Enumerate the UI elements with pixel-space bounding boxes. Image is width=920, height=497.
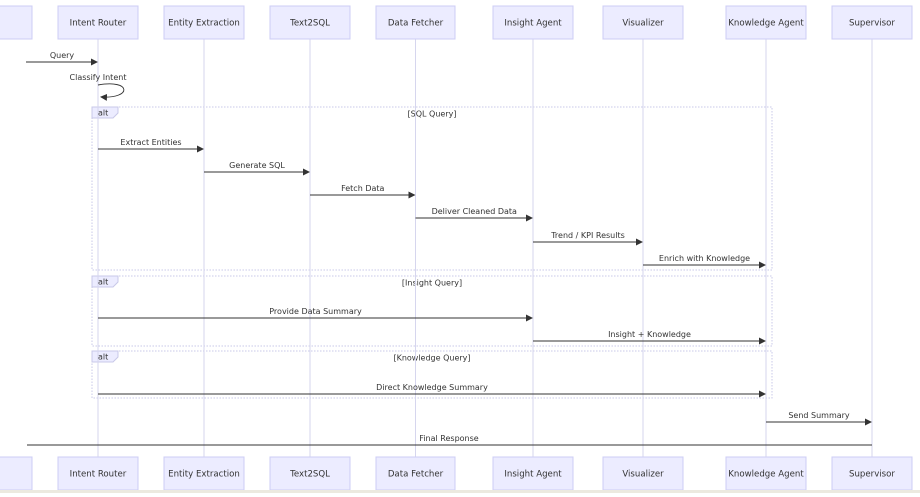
message-label: Query [50, 51, 75, 60]
actor-box-top-visualizer: Visualizer [602, 5, 684, 40]
message-label: Provide Data Summary [269, 307, 362, 316]
actor-label: Insight Agent [504, 19, 562, 29]
actor-box-bottom-entity-extraction: Entity Extraction [163, 456, 245, 491]
actor-label: Intent Router [70, 470, 127, 480]
message-label: Insight + Knowledge [608, 330, 691, 339]
actor-label: Data Fetcher [388, 19, 444, 29]
message-query: Query [26, 51, 98, 66]
message-trend-kpi-results: Trend / KPI Results [533, 231, 643, 246]
message-label: Classify Intent [70, 73, 127, 82]
message-enrich-with-knowledge: Enrich with Knowledge [643, 254, 766, 269]
message-arrow [97, 83, 125, 101]
message-deliver-cleaned-data: Deliver Cleaned Data [415, 207, 533, 222]
message-direct-knowledge-summary: Direct Knowledge Summary [98, 383, 766, 398]
actor-label: Text2SQL [289, 470, 330, 480]
actor-label: Visualizer [622, 19, 664, 29]
fragment-keyword: alt [98, 278, 108, 287]
actor-box-top-user [0, 5, 33, 40]
actor-label: Intent Router [70, 19, 127, 29]
actor-label: Insight Agent [504, 470, 562, 480]
actor-box-bottom-knowledge-agent: Knowledge Agent [725, 456, 807, 491]
actor-box-bottom-user [0, 456, 33, 491]
message-generate-sql: Generate SQL [204, 161, 310, 176]
actor-box-bottom-intent-router: Intent Router [57, 456, 139, 491]
fragment-keyword: alt [98, 353, 108, 362]
message-provide-data-summary: Provide Data Summary [98, 307, 533, 322]
actor-label: Text2SQL [289, 19, 330, 29]
actor-box-top-data-fetcher: Data Fetcher [375, 5, 456, 40]
page-bottom-edge [0, 490, 920, 493]
message-label: Extract Entities [120, 138, 181, 147]
actor-box-top-text2sql: Text2SQL [269, 5, 351, 40]
fragment-keyword: alt [98, 109, 108, 118]
actor-label: Supervisor [849, 19, 895, 29]
actor-label: Supervisor [849, 470, 895, 480]
message-label: Send Summary [788, 411, 850, 420]
fragment-condition: [Insight Query] [402, 279, 462, 288]
message-fetch-data: Fetch Data [310, 184, 416, 199]
fragment-condition: [Knowledge Query] [393, 354, 470, 363]
actor-label: Knowledge Agent [728, 470, 804, 480]
actor-label: Visualizer [622, 470, 664, 480]
message-send-summary: Send Summary [766, 411, 872, 426]
alt-fragment-sql-query: alt [SQL Query] [91, 106, 773, 271]
message-final-response: Final Response [27, 434, 872, 446]
message-label: Final Response [419, 434, 478, 443]
actor-box-top-intent-router: Intent Router [57, 5, 139, 40]
actor-label: Entity Extraction [168, 19, 240, 29]
message-label: Enrich with Knowledge [659, 254, 750, 263]
message-label: Deliver Cleaned Data [432, 207, 517, 216]
message-insight-knowledge: Insight + Knowledge [533, 330, 766, 345]
actor-box-bottom-supervisor: Supervisor [831, 456, 913, 491]
message-label: Fetch Data [341, 184, 384, 193]
actor-box-top-insight-agent: Insight Agent [492, 5, 574, 40]
actor-box-bottom-visualizer: Visualizer [602, 456, 684, 491]
message-label: Direct Knowledge Summary [376, 383, 488, 392]
message-label: Trend / KPI Results [550, 231, 625, 240]
actor-box-bottom-text2sql: Text2SQL [269, 456, 351, 491]
actor-box-top-knowledge-agent: Knowledge Agent [725, 5, 807, 40]
message-classify-intent: Classify Intent [70, 73, 127, 101]
actor-box-top-supervisor: Supervisor [831, 5, 913, 40]
actor-box-bottom-data-fetcher: Data Fetcher [375, 456, 456, 491]
fragment-condition: [SQL Query] [408, 110, 457, 119]
actor-label: Data Fetcher [388, 470, 444, 480]
message-label: Generate SQL [229, 161, 285, 170]
message-extract-entities: Extract Entities [98, 138, 204, 153]
actor-label: Entity Extraction [168, 470, 240, 480]
actor-label: Knowledge Agent [728, 19, 804, 29]
actor-box-top-entity-extraction: Entity Extraction [163, 5, 245, 40]
actor-box-bottom-insight-agent: Insight Agent [492, 456, 574, 491]
